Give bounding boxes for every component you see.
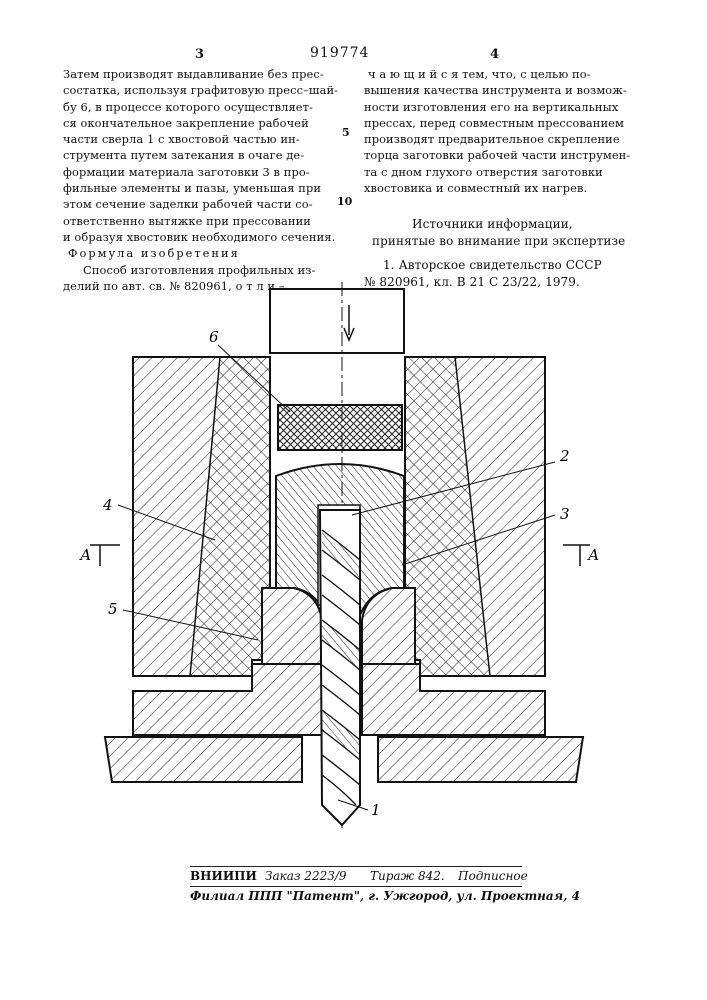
footer-branch: Филиал ППП "Патент", г. Ужгород, ул. Про… [190, 889, 580, 903]
punch [270, 289, 404, 353]
label-1: 1 [371, 801, 381, 819]
footer-order: Заказ 2223/9 [265, 869, 347, 883]
label-4: 4 [102, 496, 113, 514]
label-6: 6 [209, 328, 219, 346]
die-left [262, 588, 322, 664]
label-3: 3 [560, 505, 570, 523]
label-section-left: А [79, 546, 91, 564]
base-right [378, 737, 583, 782]
graphite-washer [278, 405, 402, 450]
label-section-right: А [587, 546, 599, 564]
footer-rule-top [190, 866, 522, 867]
label-5: 5 [108, 600, 118, 618]
footer-circulation: Тираж 842. [370, 869, 445, 883]
footer-org: ВНИИПИ [190, 869, 257, 883]
label-2: 2 [559, 447, 570, 465]
footer-subscription: Подписное [458, 869, 528, 883]
die-right [362, 588, 415, 664]
base-left [105, 737, 302, 782]
footer-rule-bottom [190, 886, 522, 887]
